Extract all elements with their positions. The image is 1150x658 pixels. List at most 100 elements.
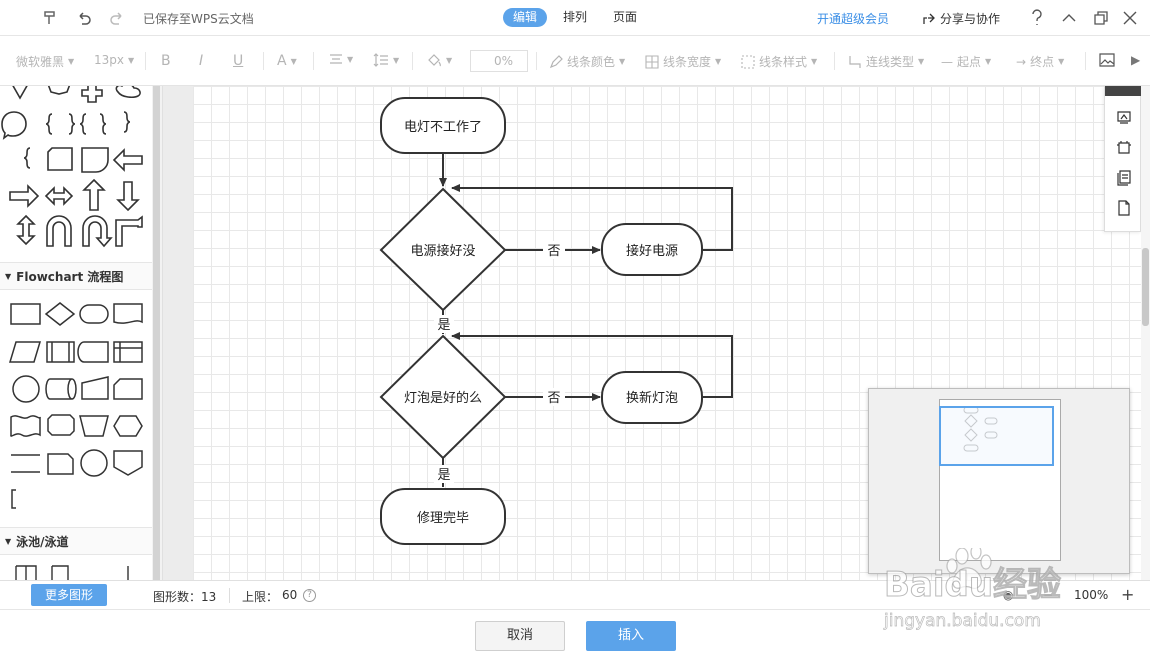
banner-shape[interactable] bbox=[47, 86, 71, 95]
manual-operation-shape[interactable] bbox=[79, 415, 109, 437]
direct-data-shape[interactable] bbox=[45, 378, 77, 400]
data-shape[interactable] bbox=[8, 341, 42, 363]
edge-a1-loop[interactable] bbox=[451, 184, 733, 251]
bracket-shape[interactable] bbox=[11, 489, 16, 509]
line-width-button[interactable]: 线条宽度▼ bbox=[645, 53, 721, 70]
card-flow-shape[interactable] bbox=[113, 378, 143, 400]
canvas-size-icon[interactable] bbox=[1114, 138, 1134, 158]
italic-button[interactable]: I bbox=[199, 53, 204, 69]
toolbar-divider bbox=[313, 52, 314, 70]
ellipse-callout-shape[interactable] bbox=[1, 111, 27, 140]
document-icon[interactable] bbox=[1114, 198, 1134, 218]
tab-arrange[interactable]: 排列 bbox=[563, 10, 588, 24]
delay-shape[interactable] bbox=[81, 147, 109, 173]
arrow-left-shape[interactable] bbox=[112, 148, 143, 172]
more-shapes-button[interactable]: 更多图形 bbox=[31, 584, 107, 606]
pool-shape[interactable] bbox=[15, 565, 37, 580]
terminator-shape[interactable] bbox=[79, 304, 109, 324]
style-icon[interactable] bbox=[1114, 108, 1134, 128]
circle-shape[interactable] bbox=[80, 449, 108, 477]
arrow-vertical-double-shape[interactable] bbox=[16, 214, 36, 246]
close-icon[interactable] bbox=[1119, 7, 1141, 29]
corner-shape[interactable] bbox=[115, 215, 143, 247]
section-flowchart[interactable]: ▼ Flowchart 流程图 bbox=[0, 262, 152, 290]
canvas-scrollbar-thumb[interactable] bbox=[1142, 248, 1149, 326]
arrow-down-shape[interactable] bbox=[116, 181, 140, 212]
manual-input-shape[interactable] bbox=[81, 376, 109, 400]
underline-button[interactable]: U bbox=[233, 53, 244, 69]
line-style-button[interactable]: 线条样式▼ bbox=[741, 53, 817, 70]
brace-pair-shape[interactable] bbox=[68, 113, 87, 135]
cloud-shape[interactable] bbox=[115, 86, 141, 98]
arrow-double-shape[interactable] bbox=[44, 186, 74, 206]
connector-circle-shape[interactable] bbox=[12, 375, 40, 403]
card-shape[interactable] bbox=[47, 147, 73, 171]
bold-button[interactable]: B bbox=[161, 53, 171, 69]
font-family-select[interactable]: 微软雅黑▼ bbox=[16, 53, 74, 70]
opacity-input[interactable]: 0% bbox=[470, 50, 528, 72]
arrow-right-shape[interactable] bbox=[9, 184, 40, 208]
node-decision-power[interactable] bbox=[379, 187, 507, 312]
restore-window-icon[interactable] bbox=[1090, 7, 1112, 29]
process-shape[interactable] bbox=[10, 303, 41, 325]
stored-data-shape[interactable] bbox=[77, 341, 109, 363]
zoom-out-button[interactable]: − bbox=[1043, 588, 1054, 602]
vip-link[interactable]: 开通超级会员 bbox=[817, 12, 890, 26]
font-size-select[interactable]: 13px▼ bbox=[94, 53, 134, 67]
preparation-shape[interactable] bbox=[113, 415, 143, 437]
triangle-shape[interactable] bbox=[12, 86, 28, 100]
font-color-button[interactable]: A▼ bbox=[277, 53, 297, 69]
collapse-icon[interactable] bbox=[1058, 7, 1080, 29]
node-replace-bulb[interactable] bbox=[601, 371, 703, 424]
tab-edit[interactable]: 编辑 bbox=[503, 8, 548, 27]
cross-shape[interactable] bbox=[81, 86, 103, 103]
help-icon[interactable] bbox=[1026, 7, 1048, 29]
cancel-button[interactable]: 取消 bbox=[475, 621, 565, 651]
left-brace-shape[interactable] bbox=[23, 147, 31, 169]
node-connect-power[interactable] bbox=[601, 223, 703, 276]
undo-icon[interactable] bbox=[74, 8, 94, 28]
tape-shape[interactable] bbox=[10, 415, 41, 437]
off-page-shape[interactable] bbox=[113, 450, 143, 476]
eye-icon[interactable]: ◉ bbox=[1003, 588, 1014, 602]
brace-shape[interactable] bbox=[45, 113, 53, 135]
end-point-button[interactable]: → 终点▼ bbox=[1016, 53, 1064, 70]
redo-icon[interactable] bbox=[107, 8, 127, 28]
toolbar-more-icon[interactable]: ▶ bbox=[1131, 53, 1141, 67]
help-circle-icon[interactable]: ? bbox=[303, 589, 316, 602]
brace-right-shape[interactable] bbox=[99, 111, 131, 135]
display-shape[interactable] bbox=[47, 414, 75, 436]
internal-storage-shape[interactable] bbox=[113, 341, 143, 363]
share-button[interactable]: 分享与协作 bbox=[922, 10, 1000, 27]
sidebar-scrollbar-thumb[interactable] bbox=[153, 86, 160, 580]
u-turn-shape[interactable] bbox=[46, 215, 72, 247]
fill-color-button[interactable]: ▼ bbox=[426, 53, 452, 67]
document-shape[interactable] bbox=[113, 303, 143, 324]
minimap-viewport[interactable] bbox=[939, 406, 1054, 466]
section-pool[interactable]: ▼ 泳池/泳道 bbox=[0, 527, 152, 555]
arrow-up-shape[interactable] bbox=[82, 178, 106, 211]
lane-shape[interactable] bbox=[51, 565, 69, 580]
zoom-in-button[interactable]: + bbox=[1121, 585, 1135, 604]
predefined-process-shape[interactable] bbox=[46, 341, 75, 363]
tab-page[interactable]: 页面 bbox=[613, 10, 638, 24]
canvas-scrollbar-track[interactable] bbox=[1141, 86, 1150, 580]
delay-small-shape[interactable] bbox=[47, 453, 74, 475]
line-spacing-button[interactable]: ▼ bbox=[373, 53, 399, 67]
pages-icon[interactable] bbox=[1114, 168, 1134, 188]
align-button[interactable]: ▼ bbox=[329, 53, 353, 65]
annotation-lines-shape[interactable] bbox=[11, 454, 40, 473]
start-point-button[interactable]: — 起点▼ bbox=[941, 53, 991, 70]
format-painter-icon[interactable] bbox=[40, 8, 60, 28]
line-color-button[interactable]: 线条颜色▼ bbox=[549, 53, 625, 70]
node-decision-bulb[interactable] bbox=[379, 334, 507, 460]
connector-type-button[interactable]: 连线类型▼ bbox=[848, 53, 924, 70]
node-start[interactable] bbox=[380, 97, 506, 154]
minimap[interactable] bbox=[868, 388, 1130, 574]
u-turn-arrow-shape[interactable] bbox=[82, 215, 113, 248]
edge-a2-loop[interactable] bbox=[451, 332, 733, 398]
insert-image-button[interactable] bbox=[1099, 53, 1115, 67]
decision-shape[interactable] bbox=[44, 302, 76, 326]
node-end[interactable] bbox=[380, 488, 506, 545]
insert-button[interactable]: 插入 bbox=[586, 621, 676, 651]
